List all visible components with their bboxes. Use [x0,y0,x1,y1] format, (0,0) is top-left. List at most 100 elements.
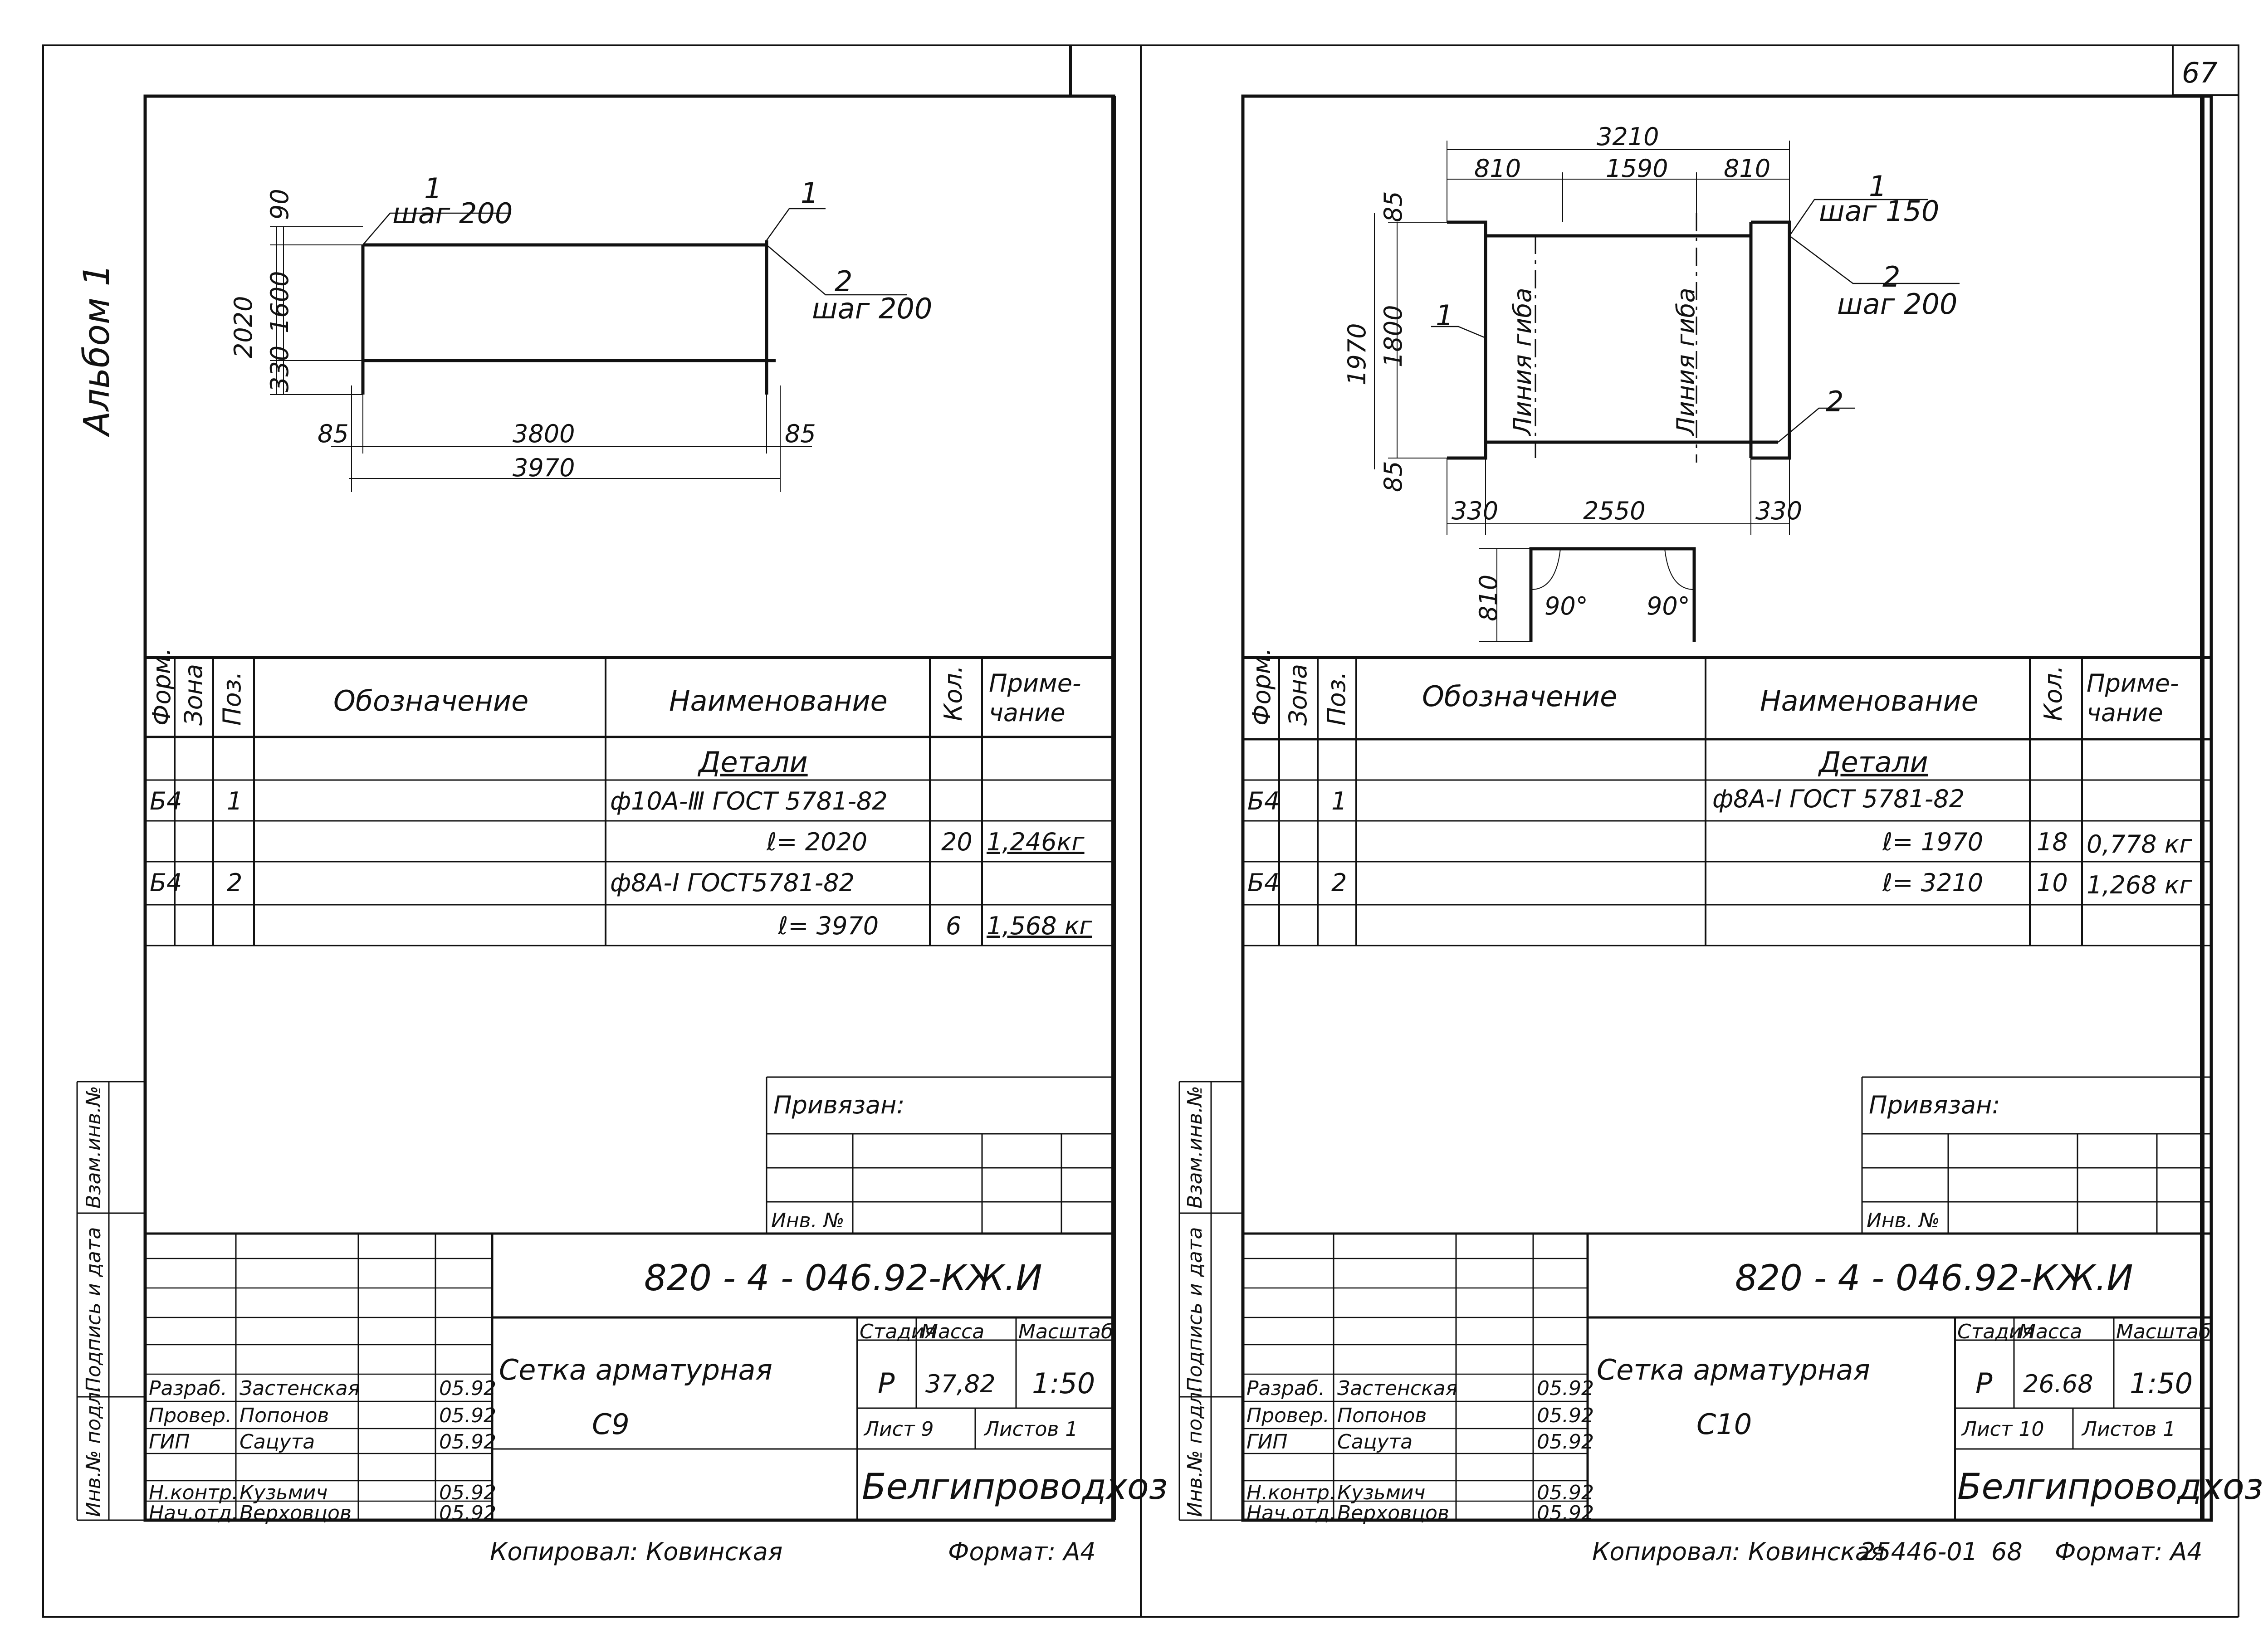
left-row1-format: Б4 [150,787,182,815]
right-hdr-note-1: Приме- [2087,669,2179,697]
left-dim-85-right: 85 [785,419,816,448]
right-staff-date-1: 05.92 [1537,1377,1594,1400]
right-mass-hdr: Масса [2019,1320,2082,1343]
right-dim-810-vertical: 810 [1474,574,1503,621]
right-title-line1: Сетка арматурная [1597,1353,1870,1386]
right-sheets: Листов 1 [2082,1418,2176,1441]
left-staff-date-4: 05.92 [439,1481,496,1504]
left-staff-name-3: Сацута [240,1430,315,1454]
left-title-line1: Сетка арматурная [499,1353,772,1386]
left-org: Белгипроводхоз [862,1467,1168,1507]
right-stage-hdr: Стадия [1957,1320,2034,1343]
left-staff-name-1: Застенская [240,1377,360,1400]
left-hdr-zone: Зона [179,663,208,726]
right-footer-format: Формат: А4 [2055,1537,2203,1566]
left-staff-name-5: Верховцов [240,1502,352,1525]
left-pos1-right-label: 1 [801,176,819,210]
right-hdr-format: Форм. [1247,648,1276,726]
left-hdr-name: Наименование [669,684,888,717]
right-dim-330-right: 330 [1755,497,1803,525]
right-dim-330-left: 330 [1452,497,1499,525]
right-hdr-designation: Обозначение [1422,680,1618,713]
left-dim-85-left: 85 [318,419,349,448]
right-row1-name: ф8А-I ГОСТ 5781-82 [1712,785,1965,813]
right-inv-no: Инв. № [1867,1209,1940,1232]
right-pos2-label: 2 [1882,260,1901,293]
left-side-label-2: Подпись и дата [82,1227,105,1392]
left-scale-hdr: Масштаб [1018,1320,1114,1343]
left-row1-pos: 1 [227,787,243,815]
left-hdr-note-2: чание [989,698,1066,727]
right-side-label-1: Инв.№ подл. [1183,1385,1207,1517]
right-title-line2: С10 [1696,1408,1752,1441]
right-row2-note: 0,778 кг [2087,830,2192,858]
right-hdr-zone: Зона [1284,663,1312,726]
right-staff-date-3: 05.92 [1537,1430,1594,1454]
left-staff-role-3: ГИП [149,1430,190,1454]
right-pos2-step: шаг 200 [1837,288,1958,321]
right-pos1-label: 1 [1869,170,1887,203]
right-row3-format: Б4 [1247,868,1280,897]
left-hdr-note-1: Приме- [989,669,1081,697]
right-staff-date-4: 05.92 [1537,1481,1594,1504]
right-mass: 26.68 [2023,1370,2093,1398]
left-staff-role-4: Н.контр. [149,1481,238,1504]
right-dim-1970: 1970 [1343,323,1371,385]
left-staff-role-1: Разраб. [149,1377,227,1400]
right-pos2-bottom: 2 [1826,385,1844,418]
right-staff-date-2: 05.92 [1537,1404,1594,1427]
right-side-label-2: Подпись и дата [1183,1227,1207,1392]
right-dim-85-top: 85 [1379,191,1408,222]
left-row2-note: 1,246кг [987,828,1085,856]
left-staff-role-2: Провер. [149,1404,232,1427]
left-pos2-step: шаг 200 [812,292,933,325]
left-dim-1600: 1600 [265,271,294,333]
left-side-label-1: Инв.№ подл. [82,1385,105,1517]
left-pos1-label: 1 [424,172,442,205]
left-dim-3970: 3970 [513,454,575,482]
left-row1-name: ф10А-Ⅲ ГОСТ 5781-82 [610,787,888,815]
right-spec-section: Детали [1819,746,1928,779]
left-dim-90: 90 [265,189,294,220]
left-dim-3800: 3800 [513,419,575,448]
right-doc-code: 820 - 4 - 046.92-КЖ.И [1735,1258,2133,1299]
left-sheets: Листов 1 [984,1418,1078,1441]
right-staff-name-5: Верховцов [1337,1502,1449,1525]
left-dim-2020: 2020 [229,296,258,358]
right-dim-85-bot: 85 [1379,461,1408,492]
right-staff-role-5: Нач.отд. [1246,1502,1336,1525]
left-mass: 37,82 [925,1370,996,1398]
left-hdr-designation: Обозначение [333,684,529,717]
left-row2-qty: 20 [941,828,973,856]
right-staff-role-4: Н.контр. [1246,1481,1336,1504]
right-hdr-note-2: чание [2087,698,2163,727]
right-row3-name: ℓ= 3210 [1882,868,1984,897]
right-row2-name: ℓ= 1970 [1882,828,1984,856]
right-row1-pos: 1 [1331,787,1347,815]
right-dim-2550: 2550 [1583,497,1646,525]
right-pos1-left: 1 [1436,299,1454,332]
left-mass-hdr: Масса [921,1320,985,1343]
left-footer-format: Формат: А4 [948,1537,1096,1566]
right-footer-page: 68 [1991,1537,2023,1566]
album-label: Альбом 1 [77,263,117,435]
right-staff-role-3: ГИП [1246,1430,1288,1454]
right-stage: Р [1975,1367,1993,1400]
left-stage: Р [878,1367,895,1400]
left-stage-hdr: Стадия [860,1320,936,1343]
left-staff-name-2: Попонов [240,1404,329,1427]
right-row3-note: 1,268 кг [2087,871,2192,899]
left-hdr-pos: Поз. [218,671,246,726]
left-hdr-qty: Кол. [939,665,968,721]
right-dim-3210: 3210 [1597,122,1659,151]
left-pos2-label: 2 [835,265,853,298]
right-dim-810-left: 810 [1474,154,1521,183]
left-title-line2: С9 [592,1408,630,1441]
right-row2-qty: 18 [2037,828,2068,856]
right-footer-order: 25446-01 [1860,1537,1978,1566]
left-staff-date-5: 05.92 [439,1502,496,1525]
left-row3-name: ф8А-I ГОСТ5781-82 [610,868,855,897]
right-org: Белгипроводхоз [1957,1467,2263,1507]
left-row4-qty: 6 [946,912,962,940]
